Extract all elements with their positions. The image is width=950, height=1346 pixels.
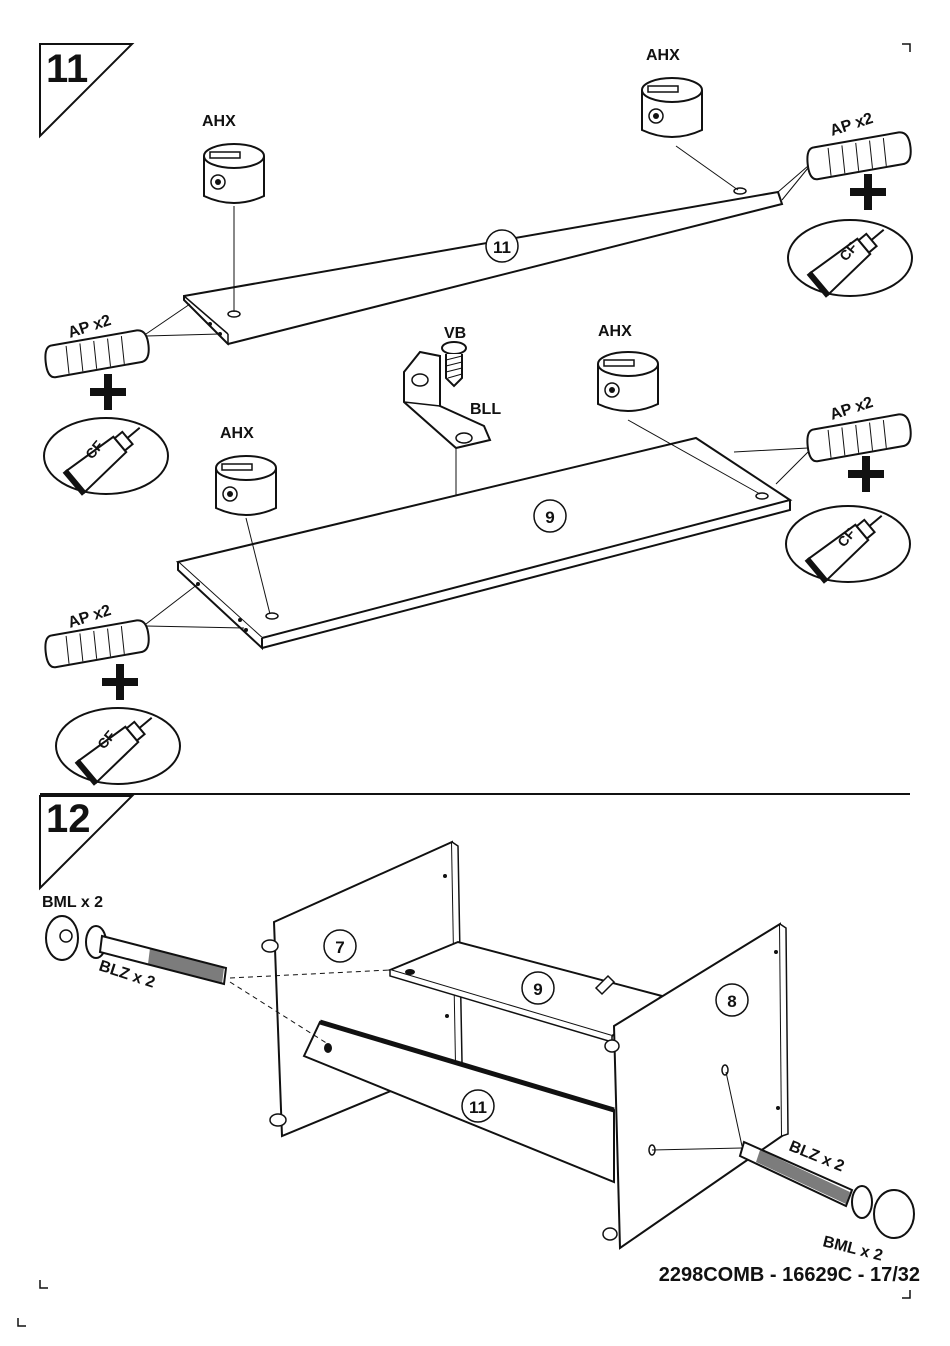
step-11-number: 11 bbox=[46, 47, 88, 91]
panel-7-id: 7 bbox=[335, 938, 344, 957]
ahx-label: AHX bbox=[646, 47, 680, 64]
panel-9-id: 9 bbox=[533, 980, 542, 999]
panel-8: 8 bbox=[603, 924, 788, 1248]
dowel-set: AP x2 CF bbox=[778, 110, 913, 298]
step-12-badge: 12 bbox=[40, 796, 132, 888]
cam-fitting: AHX bbox=[202, 113, 264, 312]
panel-11: 11 bbox=[184, 188, 782, 344]
page-footer: 2298COMB - 16629C - 17/32 bbox=[560, 1264, 920, 1287]
bll-label: BLL bbox=[470, 401, 501, 418]
step-12-number: 12 bbox=[46, 797, 91, 841]
ap-x2-label: AP x2 bbox=[828, 110, 875, 140]
dowel-set: AP x2 CF bbox=[43, 304, 220, 496]
panel-11-id: 11 bbox=[493, 238, 511, 257]
panel-8-id: 8 bbox=[727, 992, 736, 1011]
panel-11-id: 11 bbox=[469, 1098, 487, 1117]
bml-x2-label: BML x 2 bbox=[821, 1233, 884, 1264]
step-11-badge: 11 bbox=[40, 44, 132, 136]
bml-x2-label: BML x 2 bbox=[42, 894, 103, 911]
ahx-label: AHX bbox=[598, 323, 632, 340]
ahx-label: AHX bbox=[220, 425, 254, 442]
cam-fitting: AHX bbox=[642, 47, 738, 190]
dowel-set: AP x2 CF bbox=[43, 584, 244, 786]
ahx-label: AHX bbox=[202, 113, 236, 130]
panel-9-id: 9 bbox=[545, 508, 554, 527]
screw-bracket: VB BLL bbox=[404, 325, 501, 506]
vb-label: VB bbox=[444, 325, 466, 342]
